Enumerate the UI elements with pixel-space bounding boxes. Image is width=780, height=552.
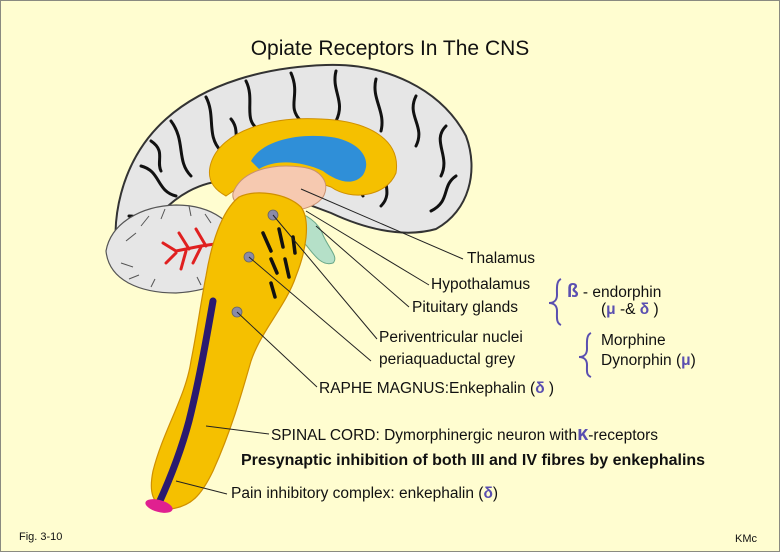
label-periventricular: Periventricular nuclei xyxy=(379,329,523,346)
brace-beta-endorphin xyxy=(548,278,562,326)
label-spinal-cord: SPINAL CORD: Dymorphinergic neuron withκ… xyxy=(271,423,659,445)
figure-number: Fig. 3-10 xyxy=(19,531,63,543)
label-morphine: Morphine xyxy=(601,332,666,349)
lateral-ventricle xyxy=(251,135,367,182)
cerebellum-folia xyxy=(120,205,227,288)
presynaptic-statement: Presynaptic inhibition of both III and I… xyxy=(241,452,706,469)
brace-morphine xyxy=(578,332,592,378)
label-thalamus: Thalamus xyxy=(467,250,536,267)
credit: KMc xyxy=(735,533,757,545)
label-pituitary: Pituitary glands xyxy=(412,299,518,316)
label-dynorphin: Dynorphin (μ) xyxy=(601,352,696,369)
label-hypothalamus: Hypothalamus xyxy=(431,276,531,293)
page-title: Opiate Receptors In The CNS xyxy=(250,37,530,60)
beta-endorphin-receptors: (μ -& δ ) xyxy=(601,301,659,318)
spinal-cord-tip xyxy=(145,499,173,513)
label-periaqueductal: periaquaductal grey xyxy=(379,351,516,368)
label-raphe-magnus: RAPHE MAGNUS:Enkephalin (δ ) xyxy=(319,380,555,397)
spinal-tract xyxy=(155,297,217,507)
leader-lines xyxy=(175,188,464,495)
label-pain-inhibitory: Pain inhibitory complex: enkephalin (δ) xyxy=(231,485,499,502)
beta-endorphin: ß - endorphin xyxy=(567,281,662,302)
